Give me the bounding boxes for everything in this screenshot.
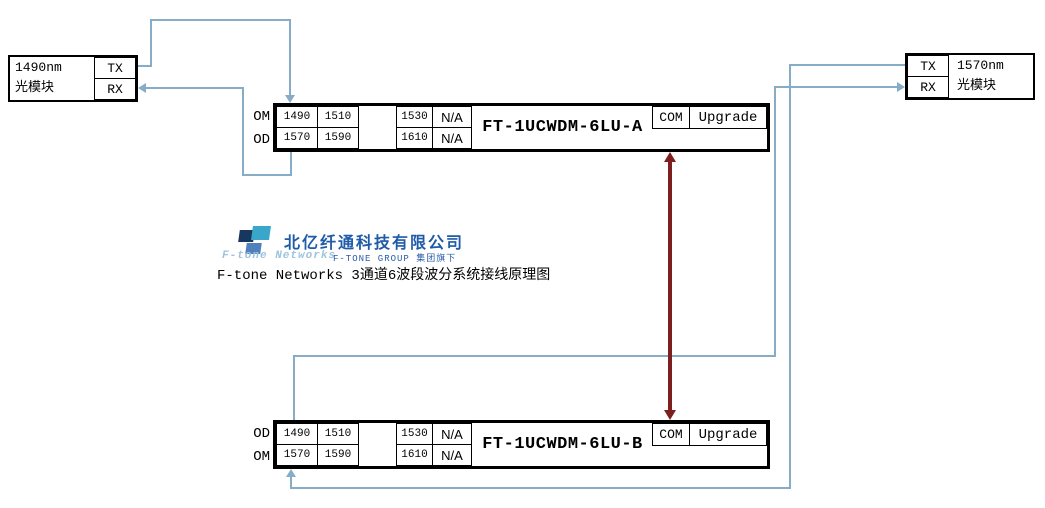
logo-company-name: 北亿纤通科技有限公司 [284,235,465,252]
com-link-line [668,161,672,411]
device-b-port-1530: 1530 [396,423,433,445]
device-a-port-na-bottom: N/A [432,127,472,149]
device-a-com-port: COM [652,106,690,129]
wire-device-b-1570-riser [290,477,292,489]
device-b-port-na-top: N/A [432,423,472,445]
device-b-label-om: OM [253,449,270,465]
device-b-upgrade-port: Upgrade [689,423,767,446]
logo-subtitle: F-TONE GROUP 集团旗下 [333,254,457,264]
wire-left-rx-horizontal [146,87,244,89]
logo-watermark: F-tone Networks [222,250,337,262]
wire-left-rx-riser [242,87,244,176]
device-b-port-1610: 1610 [396,444,433,466]
device-a: 1490 1510 1530 N/A 1570 1590 1610 N/A FT… [273,103,770,152]
device-a-port-1510: 1510 [317,106,359,128]
device-a-port-1610: 1610 [396,127,433,149]
right-module-info: 1570nm 光模块 [957,56,1004,96]
left-module-rx-port: RX [94,78,136,100]
wire-right-tx-drop [789,64,791,489]
device-a-label-od: OD [253,132,270,148]
left-optical-module: 1490nm 光模块 TX RX [8,55,138,102]
device-b-port-na-bottom: N/A [432,444,472,466]
wire-left-tx-riser [150,19,152,67]
wire-left-tx-stub [138,65,151,67]
device-b-label-od: OD [253,426,270,442]
device-b-port-1510: 1510 [317,423,359,445]
arrow-into-device-a-com-icon [664,152,676,162]
wire-left-tx-drop [289,19,291,96]
device-b: 1490 1510 1530 N/A 1570 1590 1610 N/A FT… [273,420,770,469]
wire-right-rx-top [774,86,898,88]
wire-device-b-1490-riser [293,355,295,420]
left-module-wavelength: 1490nm [15,60,62,75]
wire-left-tx-top [150,19,291,21]
wire-left-rx-bottom [242,174,292,176]
arrow-into-device-b-com-icon [664,410,676,420]
logo-shape-teal [251,226,271,240]
right-optical-module: TX RX 1570nm 光模块 [905,53,1035,100]
device-a-port-1590: 1590 [317,127,359,149]
device-b-com-port: COM [652,423,690,446]
device-a-port-1530: 1530 [396,106,433,128]
right-module-rx-port: RX [907,76,949,98]
left-module-tx-port: TX [94,57,136,79]
device-a-port-na-top: N/A [432,106,472,128]
left-module-info: 1490nm 光模块 [15,58,62,98]
wire-right-tx-horizontal [789,64,905,66]
device-b-port-1590: 1590 [317,444,359,466]
arrow-into-right-rx-icon [897,82,905,92]
right-module-type: 光模块 [957,78,997,93]
device-b-port-1570: 1570 [276,444,318,466]
wire-right-tx-bottom [290,487,791,489]
device-a-port-1490: 1490 [276,106,318,128]
device-a-label-om: OM [253,109,270,125]
wire-right-rx-riser [774,86,776,357]
arrow-into-device-a-1490-icon [285,95,295,103]
wire-device-a-1570-drop [290,152,292,176]
right-module-tx-port: TX [907,55,949,77]
device-a-name: FT-1UCWDM-6LU-A [482,118,643,137]
device-b-name: FT-1UCWDM-6LU-B [482,435,643,454]
device-b-port-1490: 1490 [276,423,318,445]
device-a-upgrade-port: Upgrade [689,106,767,129]
diagram-caption: F-tone Networks 3通道6波段波分系统接线原理图 [217,268,551,284]
device-a-port-1570: 1570 [276,127,318,149]
arrow-into-left-rx-icon [138,83,146,93]
right-module-wavelength: 1570nm [957,58,1004,73]
wire-right-rx-horizontal [293,355,776,357]
left-module-type: 光模块 [15,80,55,95]
arrow-into-device-b-1570-icon [286,469,296,477]
